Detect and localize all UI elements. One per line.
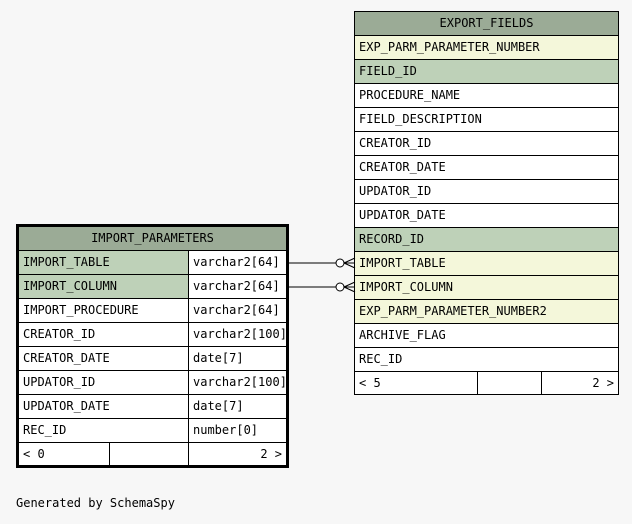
export-fields-row-exp-parm-parameter-number2[interactable]: EXP_PARM_PARAMETER_NUMBER2 — [355, 300, 618, 324]
column-type: number[0] — [193, 423, 259, 437]
export-fields-row-creator-id[interactable]: CREATOR_ID — [355, 132, 618, 156]
import-parameters-row-rec-id[interactable]: REC_ID number[0] — [19, 419, 286, 443]
column-name: EXP_PARM_PARAMETER_NUMBER — [355, 36, 618, 59]
column-name: IMPORT_TABLE — [355, 252, 618, 275]
column-name: UPDATOR_DATE — [359, 208, 446, 222]
import-parameters-row-import-procedure[interactable]: IMPORT_PROCEDURE varchar2[64] — [19, 299, 286, 323]
column-name: IMPORT_TABLE — [19, 251, 189, 274]
column-name: UPDATOR_ID — [359, 184, 432, 198]
export-fields-footer-middle — [478, 372, 542, 394]
column-name: CREATOR_ID — [19, 323, 189, 346]
export-fields-row-field-description[interactable]: FIELD_DESCRIPTION — [355, 108, 618, 132]
relationship-import-column[interactable] — [287, 281, 356, 293]
export-fields-row-updator-date[interactable]: UPDATOR_DATE — [355, 204, 618, 228]
column-name: REC_ID — [359, 352, 403, 366]
column-type: varchar2[100] — [193, 327, 286, 341]
export-fields-row-import-table[interactable]: IMPORT_TABLE — [355, 252, 618, 276]
export-fields-children-count[interactable]: 2 > — [592, 376, 614, 390]
column-name: UPDATOR_ID — [19, 371, 189, 394]
export-fields-row-field-id[interactable]: FIELD_ID — [355, 60, 618, 84]
import-parameters-row-creator-date[interactable]: CREATOR_DATE date[7] — [19, 347, 286, 371]
import-parameters-row-updator-id[interactable]: UPDATOR_ID varchar2[100] — [19, 371, 286, 395]
export-fields-footer: < 5 2 > — [355, 372, 618, 394]
export-fields-row-exp-parm-parameter-number[interactable]: EXP_PARM_PARAMETER_NUMBER — [355, 36, 618, 60]
export-fields-row-creator-date[interactable]: CREATOR_DATE — [355, 156, 618, 180]
import-parameters-table[interactable]: IMPORT_PARAMETERS IMPORT_TABLE varchar2[6… — [16, 224, 289, 468]
import-parameters-children-count[interactable]: 2 > — [260, 447, 282, 461]
export-fields-parents-count[interactable]: < 5 — [355, 372, 478, 394]
import-parameters-footer: < 0 2 > — [19, 443, 286, 465]
export-fields-row-import-column[interactable]: IMPORT_COLUMN — [355, 276, 618, 300]
column-name: FIELD_ID — [355, 60, 618, 83]
column-name: PROCEDURE_NAME — [359, 88, 461, 102]
column-name: IMPORT_COLUMN — [355, 276, 618, 299]
relationship-import-table[interactable] — [287, 257, 356, 269]
import-parameters-row-updator-date[interactable]: UPDATOR_DATE date[7] — [19, 395, 286, 419]
column-name: RECORD_ID — [355, 228, 618, 251]
export-fields-title[interactable]: EXPORT_FIELDS — [355, 12, 618, 36]
column-name: IMPORT_PROCEDURE — [19, 299, 189, 322]
import-parameters-parents-count[interactable]: < 0 — [19, 443, 110, 465]
column-name: CREATOR_ID — [359, 136, 432, 150]
column-name: IMPORT_COLUMN — [19, 275, 189, 298]
column-name: UPDATOR_DATE — [19, 395, 189, 418]
column-name: EXP_PARM_PARAMETER_NUMBER2 — [355, 300, 618, 323]
export-fields-row-record-id[interactable]: RECORD_ID — [355, 228, 618, 252]
schemaspy-caption: Generated by SchemaSpy — [16, 496, 175, 510]
export-fields-row-archive-flag[interactable]: ARCHIVE_FLAG — [355, 324, 618, 348]
export-fields-row-procedure-name[interactable]: PROCEDURE_NAME — [355, 84, 618, 108]
import-parameters-row-creator-id[interactable]: CREATOR_ID varchar2[100] — [19, 323, 286, 347]
import-parameters-row-import-column[interactable]: IMPORT_COLUMN varchar2[64] — [19, 275, 286, 299]
export-fields-row-updator-id[interactable]: UPDATOR_ID — [355, 180, 618, 204]
column-type: date[7] — [193, 399, 244, 413]
column-name: CREATOR_DATE — [19, 347, 189, 370]
column-type: varchar2[64] — [193, 255, 280, 269]
import-parameters-footer-middle — [110, 443, 189, 465]
column-name: ARCHIVE_FLAG — [359, 328, 446, 342]
column-type: date[7] — [193, 351, 244, 365]
column-name: CREATOR_DATE — [359, 160, 446, 174]
column-type: varchar2[100] — [193, 375, 286, 389]
export-fields-row-rec-id[interactable]: REC_ID — [355, 348, 618, 372]
column-name: FIELD_DESCRIPTION — [359, 112, 482, 126]
import-parameters-row-import-table[interactable]: IMPORT_TABLE varchar2[64] — [19, 251, 286, 275]
column-type: varchar2[64] — [193, 279, 280, 293]
import-parameters-title[interactable]: IMPORT_PARAMETERS — [19, 227, 286, 251]
column-name: REC_ID — [19, 419, 189, 442]
column-type: varchar2[64] — [193, 303, 280, 317]
